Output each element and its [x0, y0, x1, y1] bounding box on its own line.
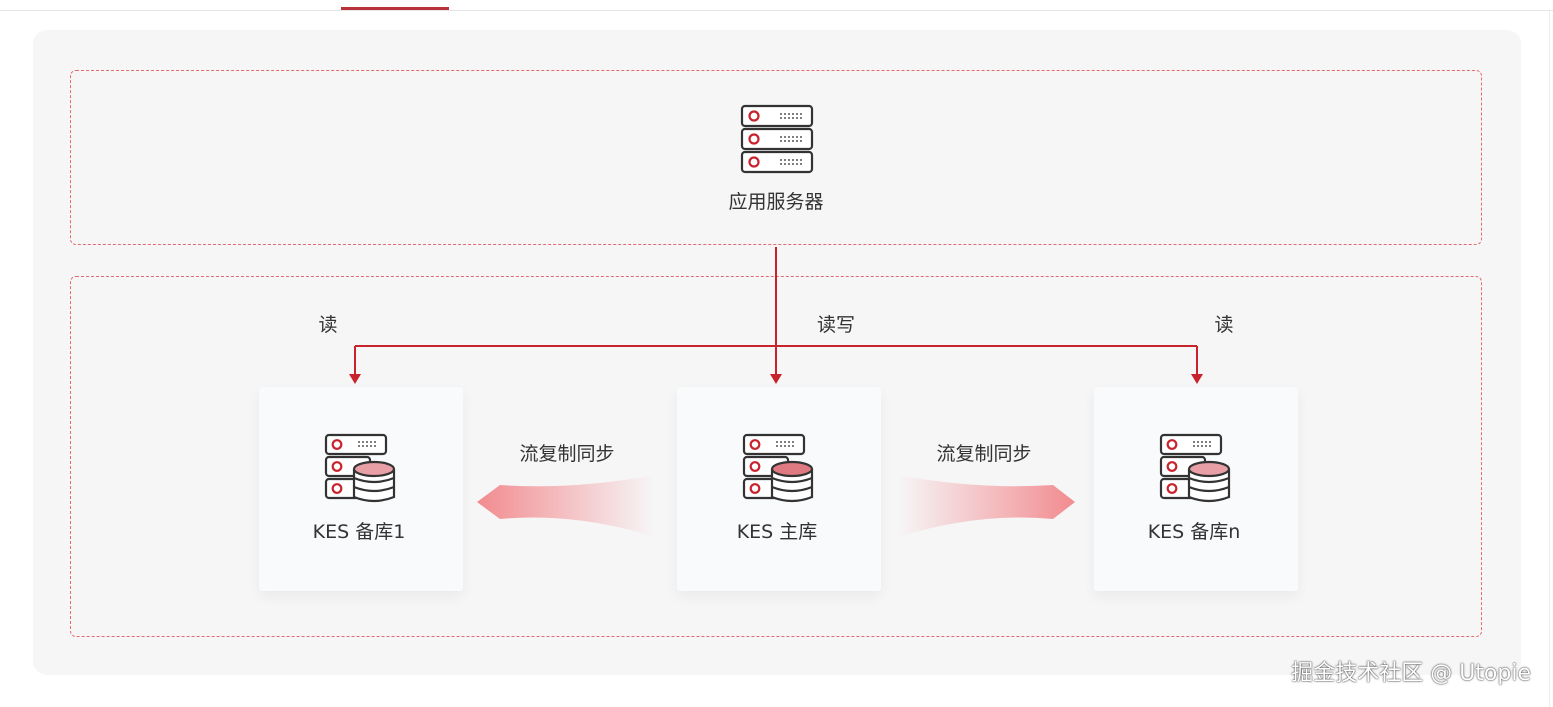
- read-write-label: 读写: [816, 314, 856, 336]
- rw-connector: [354, 247, 1198, 376]
- arrow-to-standby-1-icon: [349, 374, 361, 384]
- active-tab-indicator: [341, 7, 449, 10]
- replication-arrow-right-icon: [898, 475, 1075, 537]
- arrow-to-primary-icon: [770, 374, 782, 384]
- server-database-icon: [1159, 433, 1231, 503]
- server-rack-icon: [740, 104, 814, 174]
- app-server-label: 应用服务器: [728, 191, 824, 213]
- server-database-icon: [742, 433, 814, 503]
- read-left-label: 读: [318, 314, 338, 336]
- standby-n-label: KES 备库n: [1147, 521, 1241, 543]
- replication-right-label: 流复制同步: [936, 443, 1032, 465]
- server-database-icon: [324, 433, 396, 503]
- replication-arrow-left-icon: [477, 475, 655, 537]
- top-divider: [0, 10, 1553, 11]
- right-border: [1549, 10, 1550, 707]
- arrow-to-standby-n-icon: [1191, 374, 1203, 384]
- replication-left-label: 流复制同步: [519, 443, 615, 465]
- standby-1-label: KES 备库1: [312, 521, 406, 543]
- watermark: 掘金技术社区 @ Utopie: [1291, 661, 1531, 686]
- primary-label: KES 主库: [736, 521, 818, 543]
- app-layer-box: [70, 70, 1482, 245]
- read-right-label: 读: [1214, 314, 1234, 336]
